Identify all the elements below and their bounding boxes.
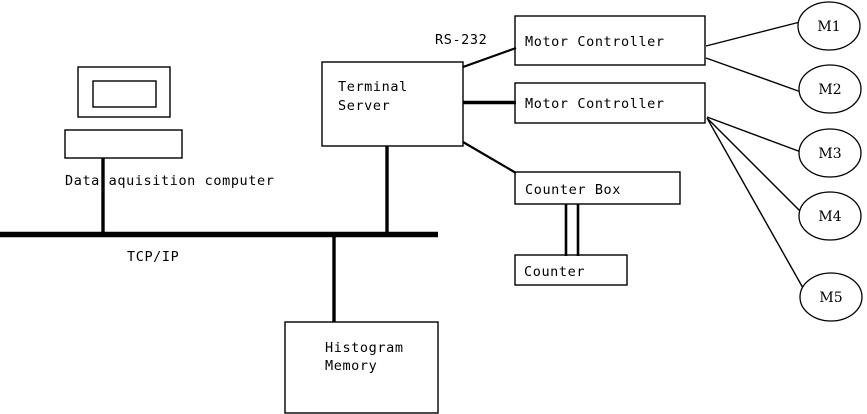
motor-m3-ellipse [798, 128, 862, 178]
tcpip-label: TCP/IP [127, 249, 179, 265]
motor-controller-1-box [514, 15, 706, 66]
motor-m3-label: M3 [818, 146, 841, 162]
motor-m1-label: M1 [817, 19, 840, 35]
terminal-server-box [321, 61, 464, 147]
motor-controller-1-label: Motor Controller [525, 34, 665, 50]
link-terminal-server-to-counter-box [462, 141, 517, 174]
link-motor-controller-1-to-m1 [705, 21, 801, 47]
motor-controller-2-label: Motor Controller [525, 96, 665, 112]
counter-label: Counter [524, 264, 585, 280]
motor-m1-ellipse [797, 1, 861, 51]
motor-m2-ellipse [798, 64, 862, 114]
monitor-screen [92, 80, 157, 108]
daq-computer-label: Data aquisition computer [65, 173, 274, 189]
rs232-label: RS-232 [435, 32, 487, 48]
link-motor-controller-2-to-m4 [706, 117, 802, 213]
motor-m2-label: M2 [818, 82, 841, 98]
motor-m4-label: M4 [818, 209, 841, 225]
histogram-memory-label-line1: Histogram [325, 340, 404, 356]
link-motor-controller-1-to-m2 [705, 57, 802, 93]
counter-box-label: Counter Box [525, 182, 621, 198]
histogram-memory-box [284, 321, 439, 414]
motor-m5-ellipse [799, 272, 863, 322]
motor-m4-ellipse [798, 191, 862, 241]
counter-box-display [514, 254, 628, 286]
computer-base [64, 129, 183, 159]
link-motor-controller-2-to-m3 [706, 116, 802, 153]
motor-m5-label: M5 [819, 290, 842, 306]
counter-box [514, 171, 681, 205]
terminal-server-label-line1: Terminal [338, 79, 408, 95]
histogram-memory-label-line2: Memory [325, 358, 377, 374]
link-motor-controller-2-to-m5 [706, 117, 804, 289]
link-terminal-server-to-motor-controller-1 [462, 46, 517, 69]
terminal-server-label-line2: Server [338, 98, 390, 114]
